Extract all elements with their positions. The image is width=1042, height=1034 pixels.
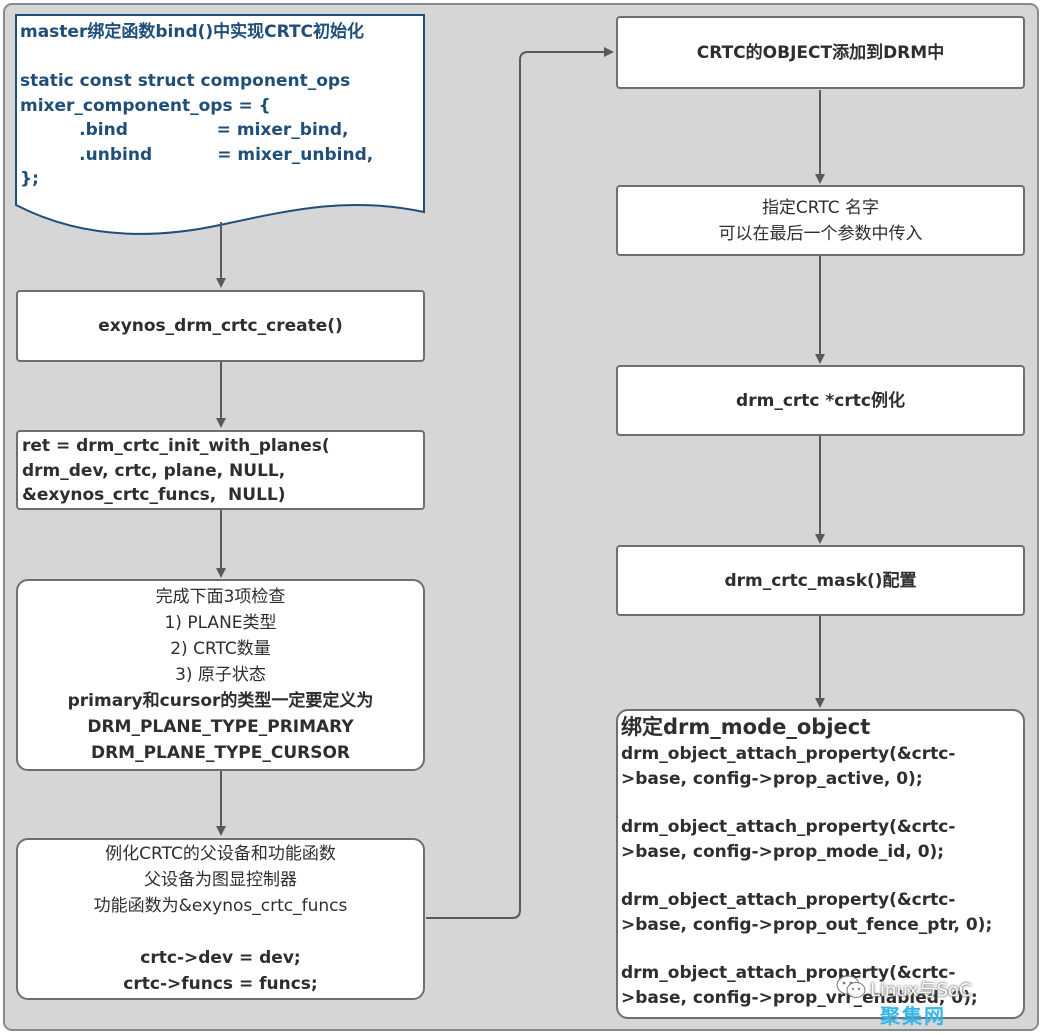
- mask-box: drm_crtc_mask()配置: [616, 545, 1025, 616]
- attach-line: >base, config->prop_out_fence_ptr, 0);: [621, 914, 993, 935]
- doc-line: };: [20, 169, 39, 189]
- instantiate-line: crtc->dev = dev;: [140, 948, 301, 968]
- init-line: drm_dev, crtc, plane, NULL,: [22, 460, 286, 481]
- attach-line: drm_object_attach_property(&crtc-: [621, 963, 956, 983]
- instantiate-line: 例化CRTC的父设备和功能函数: [105, 844, 336, 864]
- set-name-line: 指定CRTC 名字: [761, 197, 880, 218]
- doc-line: static const struct component_ops: [20, 71, 351, 91]
- mask-label: drm_crtc_mask()配置: [724, 570, 917, 591]
- checks-line: 完成下面3项检查: [155, 587, 286, 607]
- add-object-box: CRTC的OBJECT添加到DRM中: [616, 16, 1025, 89]
- doc-line: .bind = mixer_bind,: [20, 120, 349, 140]
- init-line: ret = drm_crtc_init_with_planes(: [22, 436, 330, 456]
- doc-component-ops: master绑定函数bind()中实现CRTC初始化 static const …: [20, 20, 420, 192]
- instantiate-line: 功能函数为&exynos_crtc_funcs: [93, 896, 348, 916]
- instantiate-line: crtc->funcs = funcs;: [123, 974, 318, 994]
- doc-line: .unbind = mixer_unbind,: [20, 144, 374, 165]
- add-object-label: CRTC的OBJECT添加到DRM中: [696, 42, 945, 63]
- init-with-planes-box: ret = drm_crtc_init_with_planes( drm_dev…: [16, 430, 425, 510]
- mode-object-title: 绑定drm_mode_object: [621, 715, 871, 739]
- crtc-create-label: exynos_drm_crtc_create(): [98, 316, 343, 336]
- doc-line: mixer_component_ops = {: [20, 95, 271, 116]
- attach-line: >base, config->prop_active, 0);: [621, 768, 923, 789]
- crtc-inst-label: drm_crtc *crtc例化: [736, 390, 905, 411]
- checks-line: 2) CRTC数量: [170, 639, 271, 659]
- checks-line: 1) PLANE类型: [164, 613, 277, 633]
- checks-box: 完成下面3项检查 1) PLANE类型 2) CRTC数量 3) 原子状态 pr…: [16, 579, 425, 771]
- checks-line: DRM_PLANE_TYPE_CURSOR: [90, 743, 351, 763]
- crtc-create-box: exynos_drm_crtc_create(): [16, 290, 425, 362]
- instantiate-line: 父设备为图显控制器: [144, 870, 297, 890]
- checks-line: 3) 原子状态: [175, 665, 266, 685]
- attach-line: >base, config->prop_vrr_enabled, 0);: [621, 987, 978, 1008]
- attach-line: drm_object_attach_property(&crtc-: [621, 817, 956, 837]
- set-name-box: 指定CRTC 名字 可以在最后一个参数中传入: [616, 185, 1025, 256]
- mode-object-box: [616, 709, 1025, 1019]
- attach-line: drm_object_attach_property(&crtc-: [621, 744, 956, 764]
- instantiate-line: [218, 919, 223, 945]
- attach-line: drm_object_attach_property(&crtc-: [621, 890, 956, 910]
- instantiate-box: 例化CRTC的父设备和功能函数 父设备为图显控制器 功能函数为&exynos_c…: [16, 838, 425, 1000]
- checks-line: DRM_PLANE_TYPE_PRIMARY: [87, 717, 354, 737]
- attach-line: >base, config->prop_mode_id, 0);: [621, 841, 945, 862]
- mode-object-text: 绑定drm_mode_object drm_object_attach_prop…: [621, 712, 992, 1010]
- crtc-inst-box: drm_crtc *crtc例化: [616, 365, 1025, 436]
- set-name-line: 可以在最后一个参数中传入: [718, 223, 923, 244]
- doc-line: [20, 45, 420, 70]
- checks-line: primary和cursor的类型一定要定义为: [67, 691, 374, 711]
- arrow-instantiate-to-add-object: [426, 47, 614, 919]
- doc-line: master绑定函数bind()中实现CRTC初始化: [20, 22, 365, 42]
- init-line: &exynos_crtc_funcs, NULL): [22, 485, 286, 505]
